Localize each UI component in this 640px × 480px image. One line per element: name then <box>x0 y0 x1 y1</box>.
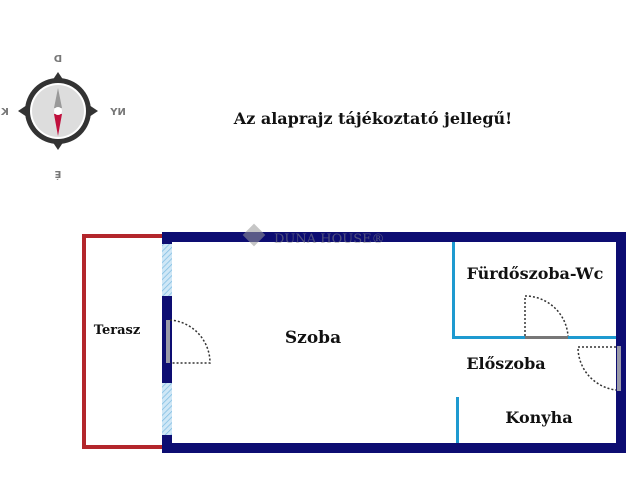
terrace-door[interactable] <box>166 320 170 363</box>
door-swing <box>577 346 617 391</box>
window <box>162 244 172 296</box>
room-label-kitchen: Konyha <box>505 408 572 427</box>
room-label-hall: Előszoba <box>466 354 545 373</box>
room-label-terrace: Terasz <box>94 323 140 338</box>
bathroom-door[interactable] <box>525 336 568 339</box>
compass-left-label: K <box>0 107 9 118</box>
compass-top-label: D <box>54 54 62 65</box>
room-label-room: Szoba <box>285 328 341 348</box>
entrance-door[interactable] <box>617 346 621 391</box>
door-swing <box>524 295 569 337</box>
watermark-text: DUNA HOUSE® <box>274 232 385 247</box>
duna-house-logo: DUNA HOUSE® <box>242 223 385 247</box>
terrace-outline <box>82 234 166 449</box>
window <box>162 383 172 435</box>
compass-icon: D NY K É <box>0 54 126 181</box>
room-label-bathroom: Fürdőszoba-Wc <box>467 264 604 283</box>
compass-right-label: NY <box>109 107 125 118</box>
disclaimer-text: Az alaprajz tájékoztató jellegű! <box>233 109 512 128</box>
door-swing <box>169 319 211 364</box>
bathroom-wall <box>452 242 455 339</box>
compass-bottom-label: É <box>54 168 61 181</box>
kitchen-partition <box>456 397 459 443</box>
